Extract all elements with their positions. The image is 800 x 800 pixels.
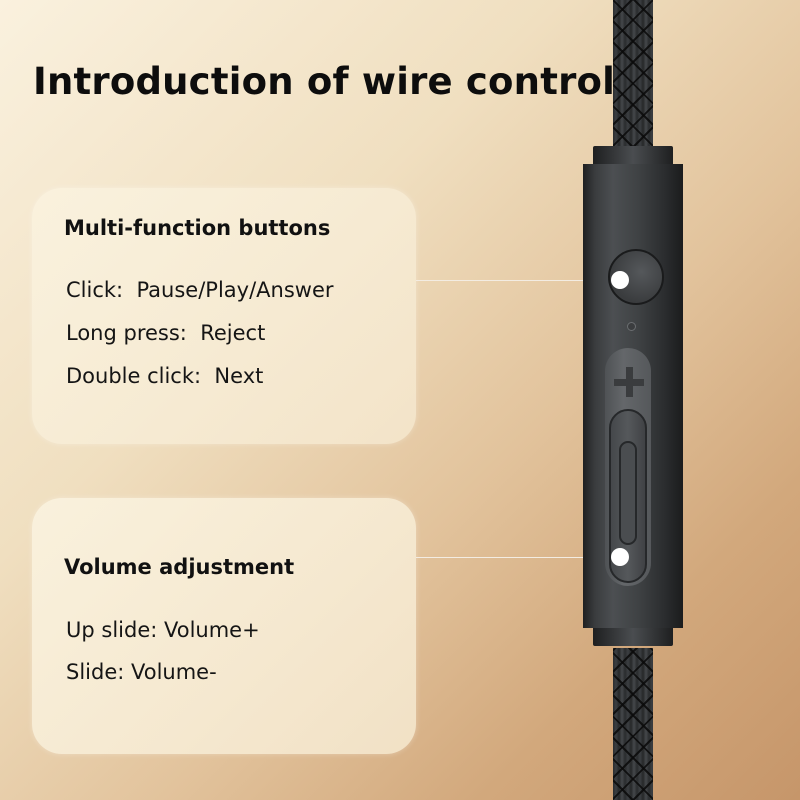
plus-icon [614, 367, 644, 397]
volume-card: Volume adjustment Up slide: Volume+ Slid… [32, 498, 416, 754]
remote-collar-bottom [593, 626, 673, 646]
card-line: Slide: Volume- [66, 660, 217, 684]
remote-collar-top [593, 146, 673, 166]
leader-line-volume [416, 557, 620, 558]
multi-function-card: Multi-function buttons Click: Pause/Play… [32, 188, 416, 444]
braided-cable-bottom [613, 648, 653, 800]
volume-slider-groove [619, 441, 637, 545]
card-heading: Volume adjustment [64, 555, 295, 579]
braided-cable-top [613, 0, 653, 147]
card-line: Up slide: Volume+ [66, 618, 260, 642]
indicator-dot-volume [611, 548, 629, 566]
leader-line-multi [416, 280, 620, 281]
card-line: Double click: Next [66, 364, 264, 388]
card-heading: Multi-function buttons [64, 216, 331, 240]
card-line: Click: Pause/Play/Answer [66, 278, 334, 302]
microphone-hole-icon [627, 322, 636, 331]
indicator-dot-multi [611, 271, 629, 289]
page-title: Introduction of wire control [33, 60, 616, 103]
card-line: Long press: Reject [66, 321, 266, 345]
